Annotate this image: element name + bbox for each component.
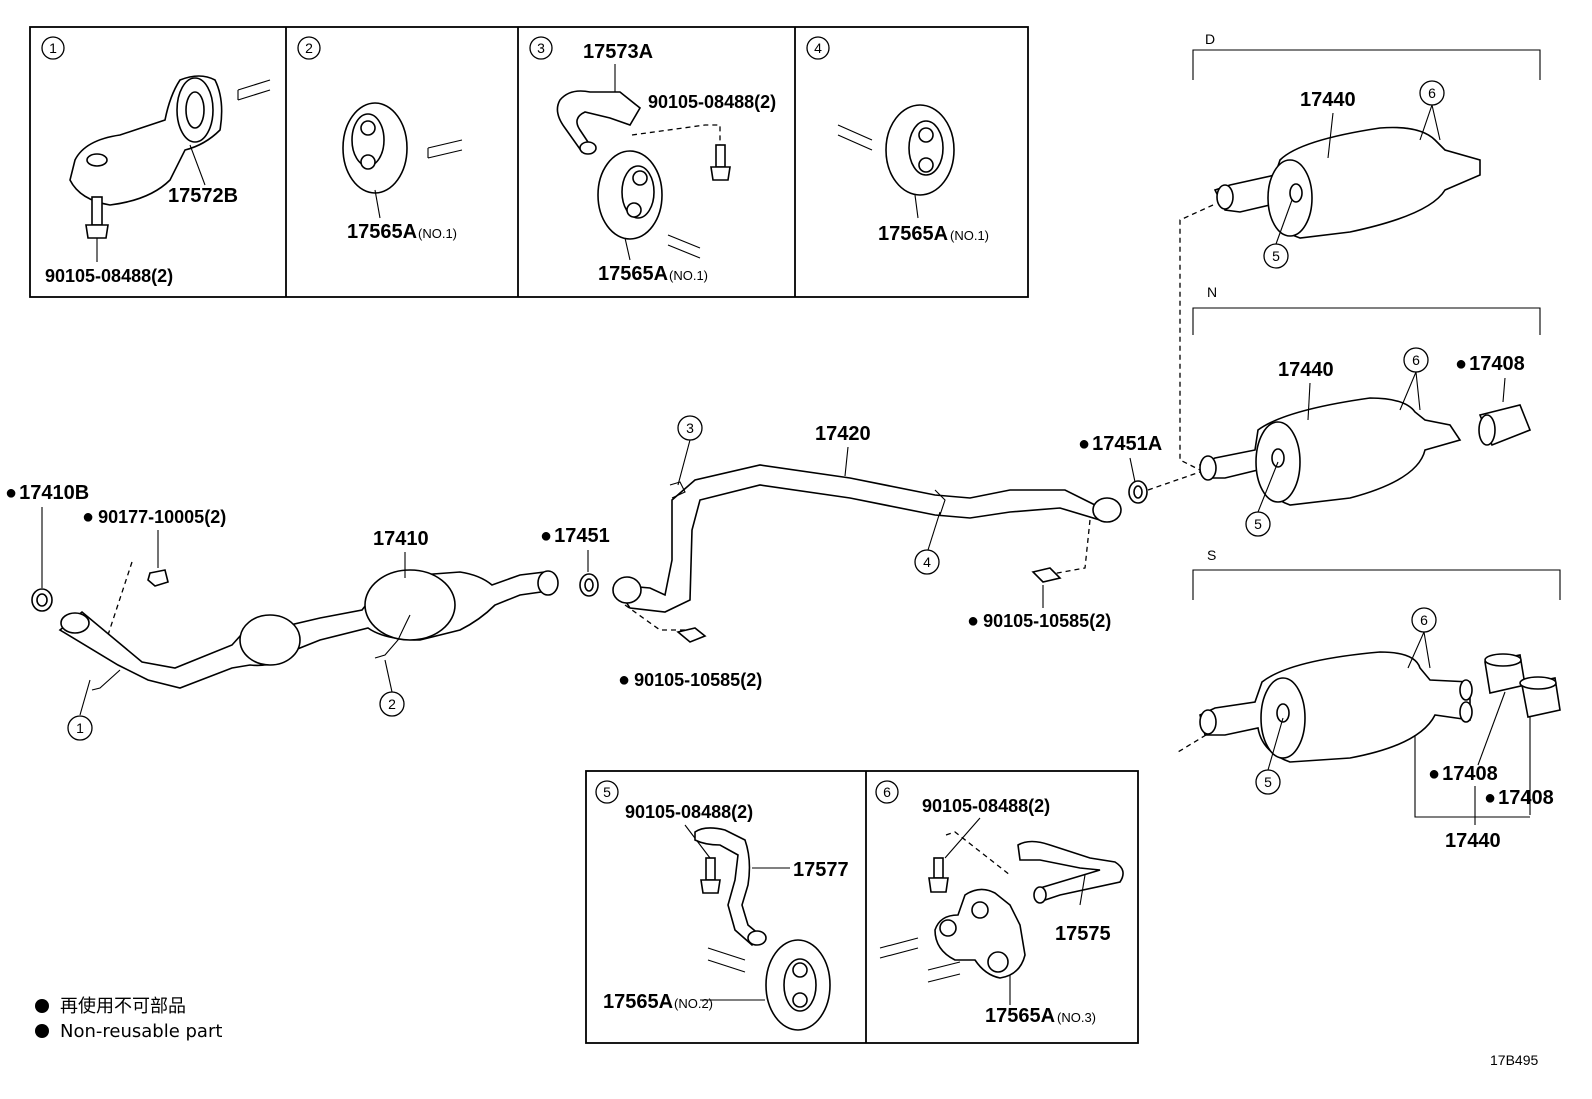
svg-text:6: 6 [1412, 352, 1420, 368]
bolt-icon [1031, 567, 1062, 583]
callout-4: 4 [914, 511, 941, 575]
inset-3-number: 3 [537, 40, 545, 56]
svg-text:5: 5 [1264, 774, 1272, 790]
bracket-17575 [1017, 840, 1124, 904]
inset-2: 2 17565A (NO.1) [297, 36, 463, 243]
muffler-17440 [1213, 126, 1481, 239]
variant-S: S 6 5 ●17408 ●17408 17440 [1177, 547, 1561, 852]
main-exhaust: ●17410B ●90177-10005(2) 17410 ●17451 [5, 415, 1201, 741]
svg-text:6: 6 [1428, 85, 1436, 101]
bracket-17577 [694, 827, 767, 947]
part-17420-label: 17420 [815, 423, 871, 445]
part-17565A-note: (NO.1) [669, 268, 708, 283]
part-17565A-label: 17565A [598, 263, 668, 285]
svg-text:3: 3 [686, 420, 694, 436]
part-17577-label: 17577 [793, 859, 849, 881]
tail-tip-17408 [1484, 653, 1526, 694]
part-17575-label: 17575 [1055, 923, 1111, 945]
part-17451A-label: ●17451A [1078, 433, 1162, 455]
bolt-90105-08488-label: 90105-08488(2) [45, 266, 173, 286]
center-pipe-17420 [612, 464, 1122, 613]
inset-4: 4 17565A (NO.1) [806, 36, 989, 245]
inset-2-number: 2 [305, 40, 313, 56]
part-17565A-note: (NO.2) [674, 996, 713, 1011]
rubber-hanger-icon [765, 939, 831, 1031]
variant-N-label: N [1207, 284, 1217, 300]
inset-panels-top [29, 26, 1029, 298]
callout-3: 3 [677, 415, 703, 486]
bolt-90105-08488-label: 90105-08488(2) [922, 796, 1050, 816]
bolt-icon [710, 144, 731, 181]
variant-D-label: D [1205, 31, 1215, 47]
part-17572B-label: 17572B [168, 185, 238, 207]
variant-S-label: S [1207, 547, 1216, 563]
muffler-17440 [1198, 397, 1462, 506]
part-17410B-label: ●17410B [5, 482, 89, 504]
inset-5: 5 90105-08488(2) 17577 17565A (NO.2) [595, 780, 849, 1031]
front-pipe-17410 [58, 569, 559, 691]
part-17410-label: 17410 [373, 528, 429, 550]
part-17565A-label: 17565A [347, 221, 417, 243]
variant-D: D 17440 6 5 [1179, 31, 1541, 471]
inset-6-number: 6 [883, 784, 891, 800]
part-17565A-note: (NO.1) [950, 228, 989, 243]
inset-1-number: 1 [49, 40, 57, 56]
bolt-90105-08488-label: 90105-08488(2) [648, 92, 776, 112]
part-17451-label: ●17451 [540, 525, 610, 547]
svg-text:5: 5 [1272, 248, 1280, 264]
svg-text:1: 1 [76, 720, 84, 736]
part-17565A-label: 17565A [603, 991, 673, 1013]
bolt-icon [85, 196, 109, 239]
part-17573A-label: 17573A [583, 41, 653, 63]
bolt-90105-10585-label: ●90105-10585(2) [967, 610, 1111, 632]
bracket-17573A [556, 90, 642, 155]
inset-panels-bottom [585, 770, 1139, 1044]
svg-text:6: 6 [1420, 612, 1428, 628]
callout-1: 1 [67, 679, 93, 741]
variant-N: N 17440 6 5 ●17408 [1192, 284, 1541, 537]
inset-1: 1 17572B 90105-08488(2) [41, 36, 271, 286]
inset-5-number: 5 [603, 784, 611, 800]
bolt-icon [700, 857, 721, 894]
figure-id: 17B495 [1490, 1052, 1538, 1068]
inset-4-number: 4 [814, 40, 822, 56]
bolt-icon [928, 857, 949, 893]
muffler-17440 [1199, 651, 1473, 763]
svg-text:2: 2 [388, 696, 396, 712]
part-17565A-note: (NO.1) [418, 226, 457, 241]
part-17440-label: 17440 [1445, 830, 1501, 852]
nut-90177-label: ●90177-10005(2) [82, 506, 226, 528]
bolt-icon [676, 627, 707, 643]
legend-english: Non-reusable part [60, 1021, 222, 1042]
rubber-hanger-icon [934, 888, 1026, 979]
part-17440-label: 17440 [1278, 359, 1334, 381]
bolt-90105-08488-label: 90105-08488(2) [625, 802, 753, 822]
tail-tip-17408 [1478, 404, 1532, 447]
tail-tip-17408 [1519, 676, 1561, 718]
part-17408-label: ●17408 [1455, 353, 1525, 375]
rubber-hanger-icon [885, 104, 955, 196]
bolt-90105-10585-label: ●90105-10585(2) [618, 669, 762, 691]
inset-3: 3 17573A 90105-08488(2) 17565A (NO.1) [529, 36, 776, 285]
part-17565A-label: 17565A [985, 1005, 1055, 1027]
legend: 再使用不可部品 Non-reusable part [35, 996, 222, 1042]
part-17565A-note: (NO.3) [1057, 1010, 1096, 1025]
svg-text:4: 4 [923, 554, 931, 570]
legend-japanese: 再使用不可部品 [60, 996, 186, 1017]
svg-text:5: 5 [1254, 516, 1262, 532]
hanger-bracket-17572B [69, 75, 223, 206]
callout-2: 2 [379, 659, 405, 717]
rubber-hanger-icon [342, 102, 408, 194]
rubber-hanger-icon [597, 150, 663, 240]
part-17565A-label: 17565A [878, 223, 948, 245]
inset-6: 6 90105-08488(2) 17575 17565A (NO.3) [875, 780, 1124, 1027]
part-17408-label: ●17408 [1484, 787, 1554, 809]
part-17408-label: ●17408 [1428, 763, 1498, 785]
nut-icon [147, 569, 169, 587]
part-17440-label: 17440 [1300, 89, 1356, 111]
